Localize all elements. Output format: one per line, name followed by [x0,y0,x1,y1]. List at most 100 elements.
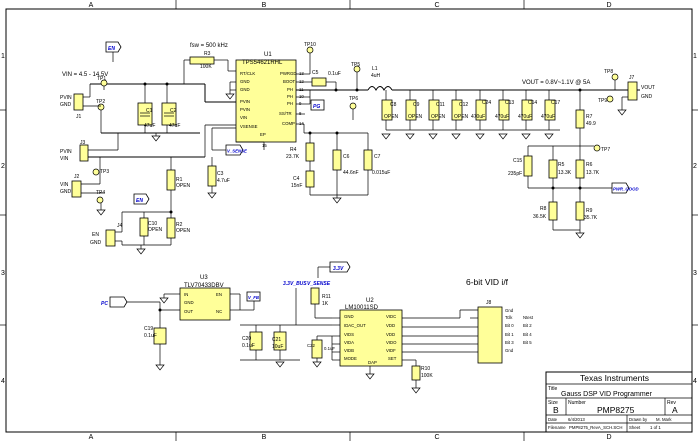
cap-c1 [137,102,153,126]
c21-ref: C21 [272,337,281,343]
c4-value: 15nF [291,183,302,189]
u3-pin-nc: NC [216,309,222,314]
u1-pin-gnd-b: GND [240,87,250,92]
u1-pin-num-8: 8 [299,111,302,116]
tb-number-label: Number [568,400,586,406]
u1-pin-num-15: 15 [262,143,267,148]
tp4-icon [96,196,104,204]
row-label-2: 2 [1,163,5,170]
net-label-vsense: V_SENSE [227,149,247,154]
cap-c9 [405,99,417,121]
r10-value: 100K [421,373,433,379]
r2-value: OPEN [176,228,191,234]
j8-pin-labels: Gnd Tclk Ntest Bit 0 Bit 2 Bit 1 Bit 4 B… [505,308,534,353]
ground-symbol-u3 [159,297,169,304]
ground-symbol-c19 [155,364,165,371]
connector-j2 [71,180,82,198]
r8-value: 36.5K [533,214,547,220]
u1-pin-ph-c: PH [287,101,293,106]
u1-pin-num-10: 10 [299,94,304,99]
resistor-r3 [189,56,215,65]
col-label-b: B [262,2,267,9]
ic-u1-tps54621 [235,59,297,143]
tp4-label: TP4 [96,190,105,196]
col-label-d: D [606,2,611,9]
tb-sheet-label: Sheet [629,425,641,430]
u2-pin-mode: MODE [344,356,357,361]
net-label-3v3: 3.3V [333,266,344,272]
ground-symbol-3 [207,192,217,199]
resistor-r4 [305,142,315,162]
c11-ref: C11 [436,102,445,108]
c22-ref: C22 [307,343,315,348]
ground-symbol-r10 [411,387,421,394]
c2-ref: C2 [170,108,177,114]
c10-ref: C10 [148,221,157,227]
u2-pin-vidb: VIDB [344,348,354,353]
u1-pad-ep: EP [260,132,266,137]
j8-ref: J8 [486,300,492,306]
tp7-label: TP7 [601,147,610,153]
tb-size-label: Size [548,400,558,406]
j2-ref: J2 [74,174,80,180]
tp6-icon [349,102,357,110]
u1-ref: U1 [264,52,272,58]
u1-pin-ph-a: PH [287,87,293,92]
j8-pin-bit4: Bit 4 [523,332,532,337]
r10-ref: R10 [421,366,430,372]
u1-pin-vsense: VSENSE [240,124,258,129]
c7-ref: C7 [374,154,381,160]
j8-pin-bit2: Bit 2 [523,323,532,328]
u1-pin-boot: BOOT [283,79,296,84]
j2-pin2-label: GND [60,189,72,195]
resistor-r5 [548,159,558,179]
tb-sheet: 1 of 1 [650,425,661,430]
c14-ref: C14 [528,100,537,106]
net-label-vfb: V_FB [248,295,259,300]
c7-value: 0.015uF [372,170,390,176]
c15-ref: C15 [513,158,522,164]
ground-symbol-u1 [225,93,235,100]
u3-pin-en: EN [216,292,222,297]
j8-pin-gnd-b: Gnd [505,348,514,353]
u3-pin-gnd: GND [184,300,194,305]
cap-c6 [332,149,342,171]
row-label-4-right: 4 [693,378,697,385]
frame-border [5,8,693,433]
r5-ref: R5 [558,162,565,168]
net-flag-vfb [246,291,261,302]
resistor-r6 [575,159,585,179]
c17-ref: C17 [551,100,560,106]
u2-pin-vida: VIDA [344,340,354,345]
tp10-label: TP10 [304,42,316,48]
c8-ref: C8 [390,102,397,108]
u2-ref: U2 [366,298,374,304]
j7-pin2-label: GND [641,94,653,100]
net-flag-pwr-good [611,182,630,194]
r4-value: 23.7K [286,154,300,160]
ic-u3-ldo [179,287,231,321]
tb-company: Texas Instruments [580,373,649,383]
r3-value: 100K [200,64,212,70]
u1-pin-num-14: 14 [299,121,304,126]
net-label-vsense2: V_SENSE [307,281,331,287]
c3-value: 4.7uF [217,178,230,184]
c5-ref: C5 [312,70,319,76]
cap-c17 [544,99,556,121]
r7-ref: R7 [586,114,593,120]
c22-value: 0.1uF [324,346,335,351]
net-label-pc: PC [101,301,108,307]
j8-pin-bit0: Bit 0 [505,323,514,328]
u1-part: TPS54621RHL [242,60,283,66]
ground-symbol-comp [332,197,342,204]
j2-pin1-label: VIN [60,182,69,188]
tp7-icon [593,144,601,152]
resistor-r2 [166,217,176,239]
resistor-r10 [411,365,421,381]
ground-symbol-2 [96,209,106,216]
fsw-label: fsw = 500 kHz [190,43,228,49]
r6-ref: R6 [586,162,593,168]
connector-j4 [105,229,116,247]
u3-pin-in: IN [184,292,188,297]
